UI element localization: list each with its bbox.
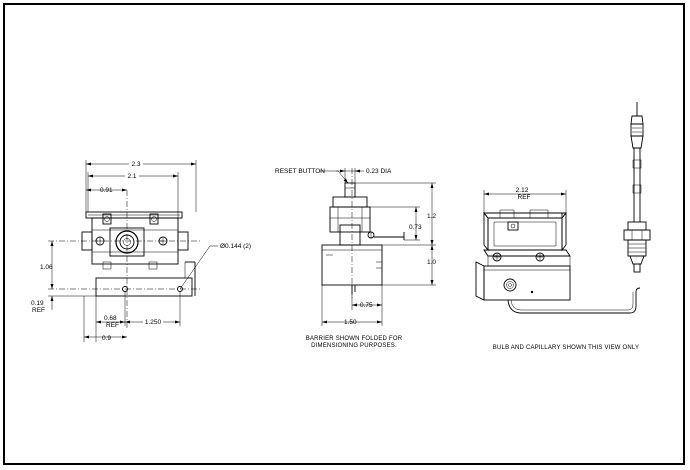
side-dim-top-height: 1.2 [427, 213, 436, 220]
side-note-line1: BARRIER SHOWN FOLDED FOR [306, 336, 403, 342]
front-mount-plate [95, 277, 193, 297]
side-dim-mid-height: 0.73 [409, 224, 422, 231]
front-dim-hole-x-ref: REF [106, 322, 119, 329]
bulb-assembly [623, 102, 651, 273]
side-note-line2: DIMENSIONING PURPOSES. [311, 343, 397, 349]
front-dim-mount-hole: Ø0.144 (2) [220, 243, 251, 250]
side-upper-housing [329, 206, 371, 233]
front-dim-hole-x: 0.68 [104, 315, 117, 322]
iso-note: BULB AND CAPILLARY SHOWN THIS VIEW ONLY [493, 345, 639, 351]
iso-dim-width-ref: REF [518, 194, 531, 201]
bulb-nut [623, 229, 651, 241]
front-view: 2.3 2.1 0.91 1.06 0.19 REF 0.68 [31, 158, 251, 342]
iso-base [483, 265, 571, 301]
front-dim-hole-offset: 0.91 [100, 187, 113, 194]
drawing-border [3, 3, 685, 465]
iso-bulb-fitting [503, 278, 517, 292]
front-dim-height: 1.06 [40, 264, 53, 271]
side-dim-half-width: 0.75 [360, 302, 373, 309]
iso-screw-left [492, 252, 502, 262]
iso-screw-right [535, 252, 545, 262]
front-terminal-right [149, 213, 159, 225]
reset-button [344, 182, 356, 198]
reset-dia: 0.23 DIA [366, 168, 392, 175]
side-dim-full-width: 1.50 [344, 319, 357, 326]
front-dim-base-width: 0.9 [102, 335, 111, 342]
front-dim-bottom-offset-ref: REF [32, 307, 45, 314]
front-dim-inner-width: 2.1 [127, 173, 136, 180]
front-dim-overall-width: 2.3 [131, 161, 140, 168]
front-dim-bottom-offset: 0.19 [31, 300, 44, 307]
iso-view: 2.12 REF BULB AND CAPILLARY [475, 102, 651, 351]
reset-button-label: RESET BUTTON [275, 168, 325, 175]
iso-dim-width: 2.12 [516, 187, 529, 194]
front-dim-hole-spacing: 1.250 [145, 319, 162, 326]
iso-capillary [507, 287, 641, 314]
front-terminal-left [102, 213, 112, 225]
side-view: RESET BUTTON 0.23 DIA 1.2 0.73 1.0 [275, 168, 436, 349]
side-dim-lower-height: 1.0 [427, 259, 436, 266]
iso-upper-body [487, 217, 563, 251]
